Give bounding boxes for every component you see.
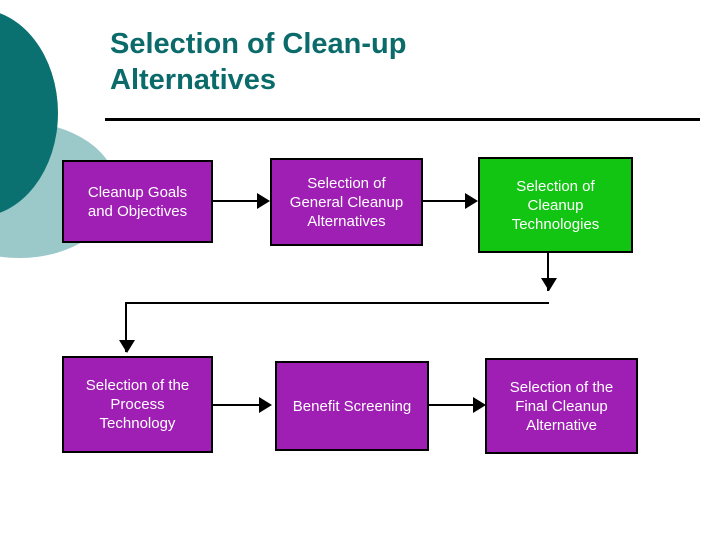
flow-node-cleanup-goals: Cleanup Goals and Objectives — [62, 160, 213, 243]
connector-tech-to-process-horizontal — [125, 302, 549, 304]
connector-tech-down-segment — [547, 253, 549, 291]
slide-title: Selection of Clean-up Alternatives — [110, 28, 407, 96]
connector-benefit-to-final — [429, 404, 477, 406]
arrowhead-right-icon — [257, 193, 270, 209]
arrowhead-right-icon — [473, 397, 486, 413]
flow-node-cleanup-technologies: Selection of Cleanup Technologies — [478, 157, 633, 253]
connector-general-to-tech — [423, 200, 469, 202]
title-divider-rule — [105, 118, 700, 121]
connector-tech-to-process-vertical — [125, 302, 127, 352]
flow-node-general-cleanup-alternatives: Selection of General Cleanup Alternative… — [270, 158, 423, 246]
arrowhead-down-icon — [119, 340, 135, 353]
flow-node-process-technology: Selection of the Process Technology — [62, 356, 213, 453]
connector-process-to-benefit — [213, 404, 263, 406]
arrowhead-right-icon — [259, 397, 272, 413]
flow-node-final-cleanup-alternative: Selection of the Final Cleanup Alternati… — [485, 358, 638, 454]
arrowhead-right-icon — [465, 193, 478, 209]
connector-goals-to-general — [213, 200, 261, 202]
arrowhead-down-icon — [541, 278, 557, 291]
flow-node-benefit-screening: Benefit Screening — [275, 361, 429, 451]
